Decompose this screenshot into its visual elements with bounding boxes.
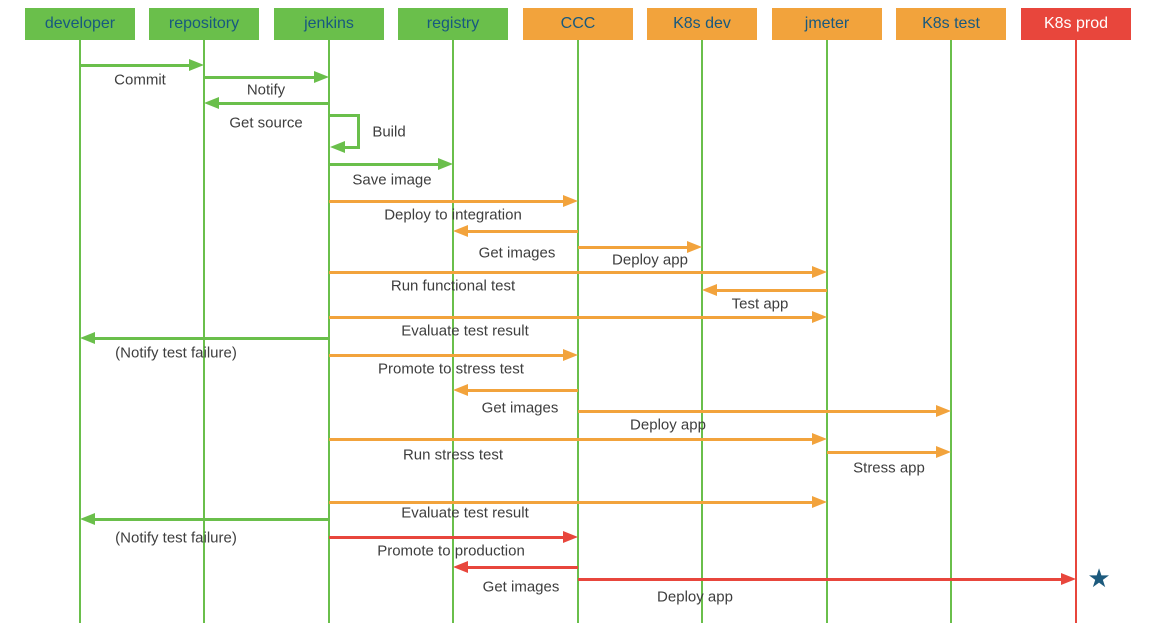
message-label-save-image: Save image	[352, 171, 432, 189]
arrowhead-icon	[563, 349, 578, 361]
message-label-run-stress-test: Run stress test	[402, 446, 504, 464]
message-label-get-images: Get images	[481, 399, 559, 417]
message-line-get-source	[216, 102, 329, 105]
message-label-notify: Notify	[246, 81, 286, 99]
self-message-bottom-build	[343, 146, 360, 149]
star-icon: ★	[1087, 563, 1111, 593]
message-line-get-images	[465, 389, 578, 392]
message-line-commit	[80, 64, 192, 67]
message-label-evaluate-test-result: Evaluate test result	[401, 322, 529, 340]
message-line-deploy-app	[578, 246, 690, 249]
message-label-get-source: Get source	[229, 114, 303, 132]
lifeline-repository	[203, 40, 205, 623]
message-label-notify-test-failure: (Notify test failure)	[115, 529, 237, 547]
message-line-run-stress-test	[329, 438, 815, 441]
actor-registry: registry	[398, 8, 508, 40]
arrowhead-icon	[453, 384, 468, 396]
message-line-evaluate-test-result	[329, 501, 815, 504]
message-line-deploy-to-integration	[329, 200, 566, 203]
arrowhead-icon	[936, 446, 951, 458]
message-label-build: Build	[372, 123, 406, 141]
message-label-deploy-app: Deploy app	[612, 251, 688, 269]
message-line-save-image	[329, 163, 441, 166]
actor-developer: developer	[25, 8, 135, 40]
arrowhead-icon	[687, 241, 702, 253]
actor-ccc: CCC	[523, 8, 633, 40]
arrowhead-icon	[702, 284, 717, 296]
self-message-side-build	[357, 114, 360, 148]
message-label-notify-test-failure: (Notify test failure)	[115, 344, 237, 362]
message-line-notify-test-failure	[92, 518, 329, 521]
arrowhead-icon	[812, 496, 827, 508]
self-message-top-build	[329, 114, 360, 117]
message-line-get-images	[465, 230, 578, 233]
message-label-run-functional-test: Run functional test	[390, 277, 516, 295]
arrowhead-icon	[453, 561, 468, 573]
message-line-test-app	[714, 289, 827, 292]
lifeline-developer	[79, 40, 81, 623]
arrowhead-icon	[314, 71, 329, 83]
lifeline-k8s-prod	[1075, 40, 1077, 623]
message-label-deploy-to-integration: Deploy to integration	[384, 206, 522, 224]
arrowhead-icon	[80, 513, 95, 525]
message-line-promote-to-stress-test	[329, 354, 566, 357]
arrowhead-icon	[936, 405, 951, 417]
actor-k8s-prod: K8s prod	[1021, 8, 1131, 40]
message-line-notify-test-failure	[92, 337, 329, 340]
message-line-deploy-app	[578, 578, 1064, 581]
message-line-stress-app	[827, 451, 939, 454]
message-label-stress-app: Stress app	[853, 459, 925, 477]
lifeline-k8s-test	[950, 40, 952, 623]
message-line-promote-to-production	[329, 536, 566, 539]
arrowhead-icon	[80, 332, 95, 344]
lifeline-k8s-dev	[701, 40, 703, 623]
message-label-commit: Commit	[114, 71, 166, 89]
message-label-promote-to-stress-test: Promote to stress test	[378, 360, 524, 378]
arrowhead-icon	[453, 225, 468, 237]
arrowhead-icon	[438, 158, 453, 170]
message-line-evaluate-test-result	[329, 316, 815, 319]
message-line-notify	[204, 76, 317, 79]
arrowhead-icon	[189, 59, 204, 71]
message-label-evaluate-test-result: Evaluate test result	[401, 504, 529, 522]
message-line-run-functional-test	[329, 271, 815, 274]
lifeline-ccc	[577, 40, 579, 623]
lifeline-jenkins	[328, 40, 330, 623]
message-label-promote-to-production: Promote to production	[377, 542, 525, 560]
actor-k8s-test: K8s test	[896, 8, 1006, 40]
lifeline-registry	[452, 40, 454, 623]
arrowhead-icon	[1061, 573, 1076, 585]
message-label-test-app: Test app	[731, 295, 789, 313]
actor-repository: repository	[149, 8, 259, 40]
message-label-deploy-app: Deploy app	[630, 416, 706, 434]
arrowhead-icon	[812, 266, 827, 278]
actor-jmeter: jmeter	[772, 8, 882, 40]
arrowhead-icon	[812, 433, 827, 445]
message-label-get-images: Get images	[478, 244, 556, 262]
arrowhead-icon	[563, 531, 578, 543]
arrowhead-icon	[204, 97, 219, 109]
message-label-get-images: Get images	[482, 578, 560, 596]
lifeline-jmeter	[826, 40, 828, 623]
actor-jenkins: jenkins	[274, 8, 384, 40]
arrowhead-icon	[330, 141, 345, 153]
message-line-get-images	[465, 566, 578, 569]
actor-k8s-dev: K8s dev	[647, 8, 757, 40]
arrowhead-icon	[812, 311, 827, 323]
message-label-deploy-app: Deploy app	[657, 588, 733, 606]
message-line-deploy-app	[578, 410, 939, 413]
arrowhead-icon	[563, 195, 578, 207]
